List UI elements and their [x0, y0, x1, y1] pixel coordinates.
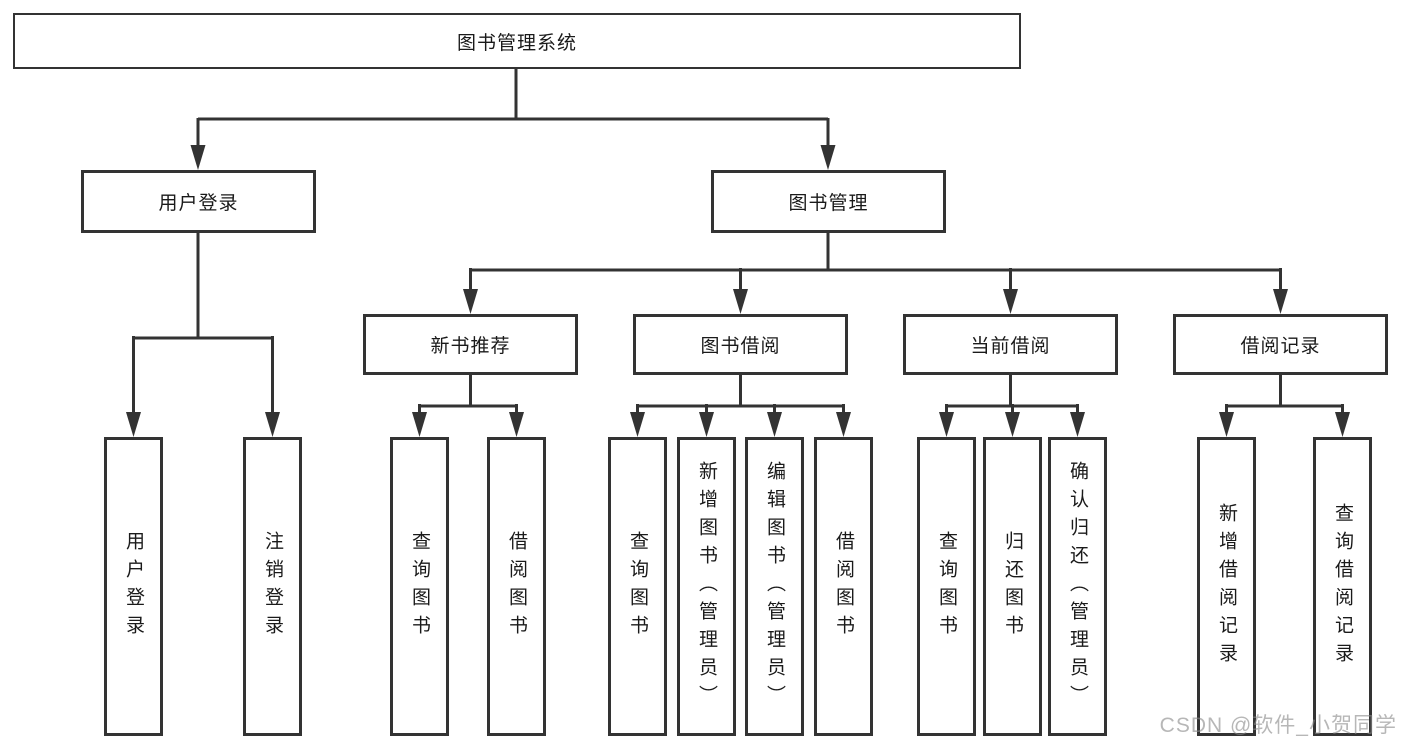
node-label: 新书推荐	[430, 336, 511, 357]
node-borrowing-records: 借阅记录	[1173, 314, 1388, 375]
node-book-borrowing: 图书借阅	[633, 314, 848, 375]
leaf-return-books: 归还图书	[983, 437, 1042, 736]
leaf-borrow-books-recommend: 借阅图书	[487, 437, 546, 736]
node-label: 归还图书	[1002, 530, 1023, 643]
leaf-query-borrow-record: 查询借阅记录	[1313, 437, 1372, 736]
node-label: 查询图书	[627, 530, 648, 643]
node-label: 查询图书	[936, 530, 957, 643]
node-label: 编辑图书（管理员）	[764, 460, 785, 713]
node-label: 借阅图书	[833, 530, 854, 643]
node-root-library-system: 图书管理系统	[13, 13, 1021, 69]
node-label: 图书管理系统	[456, 32, 577, 54]
leaf-confirm-return-admin: 确认归还（管理员）	[1048, 437, 1107, 736]
node-label: 借阅记录	[1240, 336, 1321, 357]
node-label: 借阅图书	[506, 530, 527, 643]
leaf-add-book-admin: 新增图书（管理员）	[677, 437, 736, 736]
leaf-add-borrow-record: 新增借阅记录	[1197, 437, 1256, 736]
node-label: 新增图书（管理员）	[696, 460, 717, 713]
node-label: 图书管理	[788, 193, 869, 214]
node-label: 用户登录	[158, 193, 239, 214]
leaf-logout: 注销登录	[243, 437, 302, 736]
leaf-user-login: 用户登录	[104, 437, 163, 736]
node-label: 确认归还（管理员）	[1067, 460, 1088, 713]
node-label: 注销登录	[262, 530, 283, 643]
node-label: 当前借阅	[970, 336, 1051, 357]
leaf-edit-book-admin: 编辑图书（管理员）	[745, 437, 804, 736]
node-book-management: 图书管理	[711, 170, 946, 233]
leaf-query-books-borrowing: 查询图书	[608, 437, 667, 736]
leaf-query-books-recommend: 查询图书	[390, 437, 449, 736]
node-new-book-recommend: 新书推荐	[363, 314, 578, 375]
node-label: 新增借阅记录	[1216, 502, 1237, 671]
node-label: 图书借阅	[700, 336, 781, 357]
node-label: 查询借阅记录	[1332, 502, 1353, 671]
node-current-borrowing: 当前借阅	[903, 314, 1118, 375]
leaf-query-books-current: 查询图书	[917, 437, 976, 736]
node-label: 查询图书	[409, 530, 430, 643]
leaf-borrow-books-borrowing: 借阅图书	[814, 437, 873, 736]
node-user-login: 用户登录	[81, 170, 316, 233]
node-label: 用户登录	[123, 530, 144, 643]
